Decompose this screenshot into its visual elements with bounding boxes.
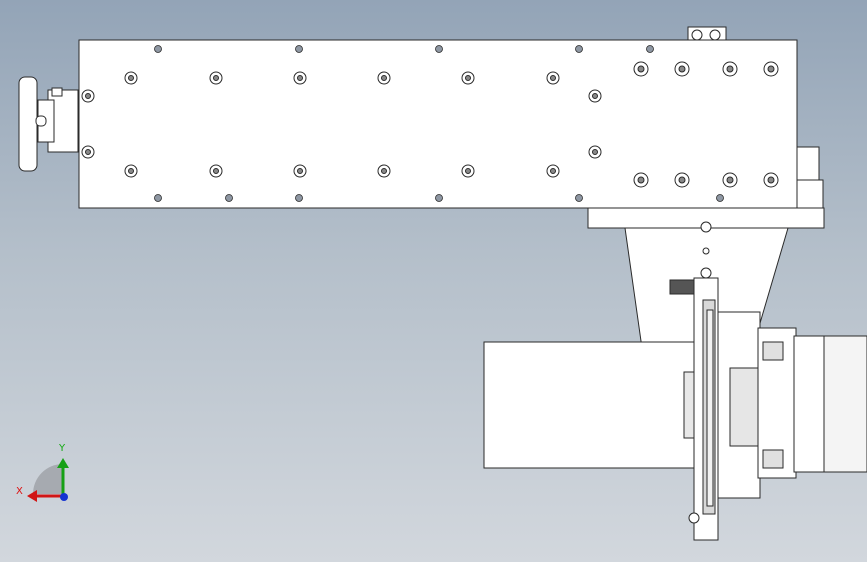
triad-y-arrow <box>57 458 69 468</box>
triad-z-axis <box>60 493 68 501</box>
coupling-band <box>729 367 761 447</box>
rotary-disk-inner <box>706 309 714 507</box>
triad-x-label: X <box>16 486 23 497</box>
motor-body <box>793 335 825 473</box>
lower-hole-row <box>154 194 724 202</box>
end-block <box>796 146 820 182</box>
triad-x-arrow <box>27 490 37 502</box>
handwheel <box>18 76 38 172</box>
motor-tail <box>823 335 867 473</box>
clamp-knob <box>669 279 695 295</box>
upper-hole-row <box>154 45 654 53</box>
main-slide-body <box>78 39 798 209</box>
coordinate-triad <box>27 458 69 502</box>
handwheel-lock <box>35 115 47 127</box>
triad-xy-plane <box>33 464 63 494</box>
flange-clamp-top <box>762 341 784 361</box>
triad-y-label: Y <box>59 443 66 454</box>
flange-clamp-bottom <box>762 449 784 469</box>
handwheel-stop <box>51 87 63 97</box>
bolt-pattern <box>81 29 779 524</box>
